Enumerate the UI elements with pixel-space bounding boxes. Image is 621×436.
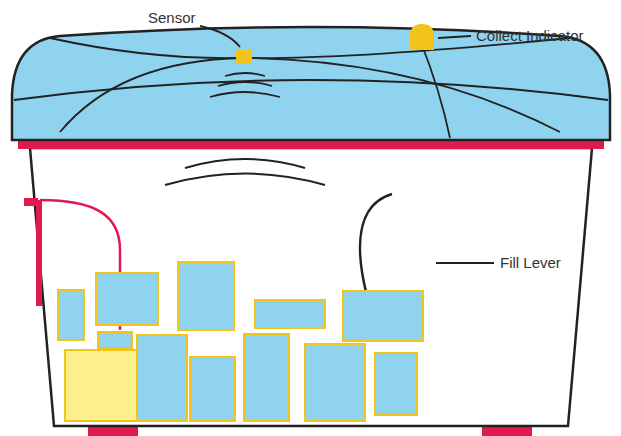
- part-label: Sensor: [148, 9, 196, 27]
- part-label: Collect Indicator: [476, 27, 584, 45]
- bin-body: [30, 148, 592, 426]
- lid-seam: [420, 40, 450, 138]
- leader-line: [436, 262, 494, 264]
- collect-indicator: [410, 24, 434, 50]
- signal-wave: [225, 73, 265, 76]
- lid-seam: [244, 58, 560, 132]
- signal-wave: [218, 82, 272, 86]
- lever-bracket: [24, 198, 38, 206]
- part-label: Fill Lever: [500, 254, 561, 272]
- lid: [12, 27, 610, 140]
- yellow-box: [65, 350, 137, 421]
- leader-line: [438, 36, 471, 38]
- waste-boxes: [58, 262, 423, 421]
- lid-ridge: [14, 80, 608, 100]
- signal-wave: [185, 159, 305, 168]
- leader-line: [200, 26, 240, 47]
- signal-wave: [165, 174, 325, 186]
- signal-wave: [210, 92, 280, 97]
- sensor: [236, 50, 252, 64]
- red-lever: [36, 200, 42, 306]
- fill-lever: [360, 194, 392, 292]
